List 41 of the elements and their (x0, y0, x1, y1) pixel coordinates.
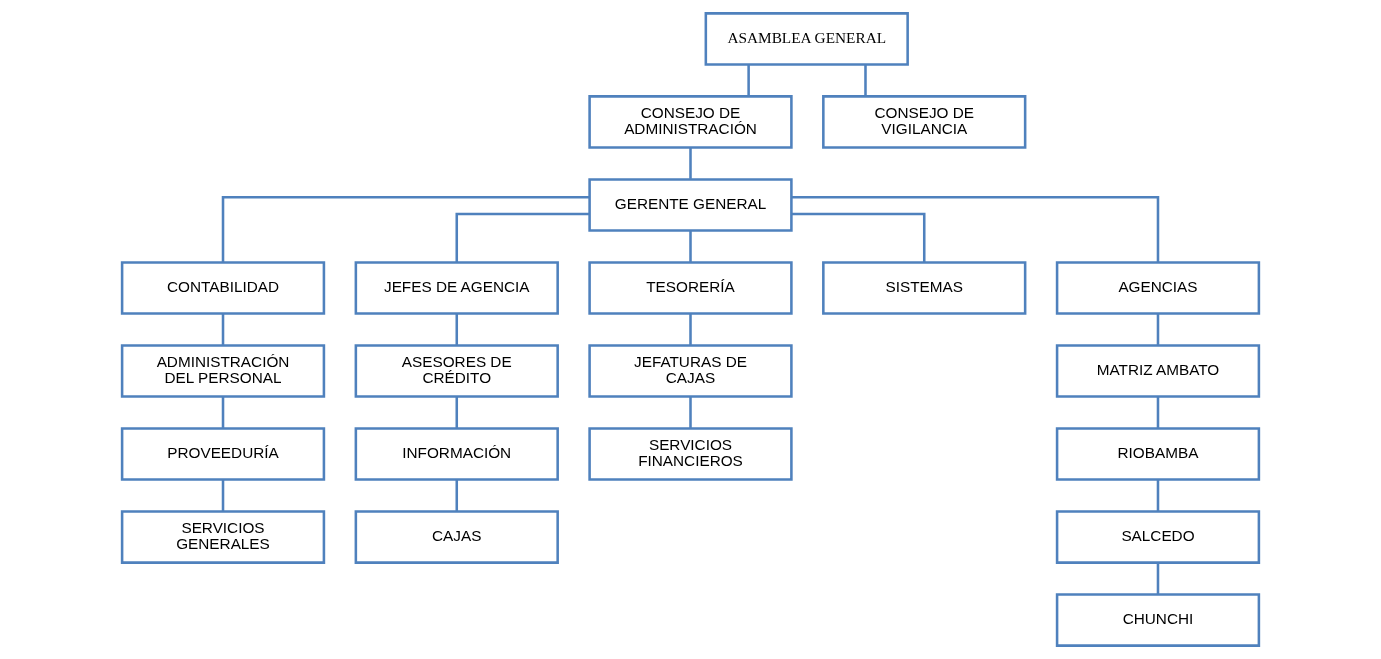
connector (747, 64, 750, 96)
node-box: ASAMBLEA GENERAL (704, 12, 909, 66)
node-box: GERENTE GENERAL (588, 178, 793, 232)
node-box: SERVICIOS FINANCIEROS (588, 427, 793, 481)
node-box: INFORMACIÓN (354, 427, 559, 481)
node-box: CONTABILIDAD (120, 261, 326, 315)
connector (864, 64, 867, 96)
node-box: CAJAS (354, 510, 559, 564)
node-box: ADMINISTRACIÓN DEL PERSONAL (120, 344, 326, 398)
connector (689, 313, 692, 345)
node-box: SALCEDO (1055, 510, 1261, 564)
connector (791, 212, 926, 263)
node-box: SERVICIOS GENERALES (120, 510, 326, 564)
node-box: ASESORES DE CRÉDITO (354, 344, 559, 398)
connector (689, 230, 692, 262)
node-box: CONSEJO DE VIGILANCIA (822, 95, 1027, 149)
connector (1156, 479, 1160, 511)
connector (689, 147, 692, 179)
connector (1156, 396, 1160, 428)
node-box: TESORERÍA (588, 261, 793, 315)
connector (1156, 313, 1160, 345)
connector (791, 196, 1160, 263)
connector (221, 313, 225, 345)
node-box: PROVEEDURÍA (120, 427, 326, 481)
connector (455, 212, 590, 263)
node-box: CHUNCHI (1055, 593, 1261, 647)
connector (221, 196, 590, 263)
node-box: MATRIZ AMBATO (1055, 344, 1261, 398)
node-box: CONSEJO DE ADMINISTRACIÓN (588, 95, 793, 149)
node-box: JEFATURAS DE CAJAS (588, 344, 793, 398)
connector (455, 479, 459, 511)
connector (689, 396, 692, 428)
node-box: JEFES DE AGENCIA (354, 261, 559, 315)
node-box: RIOBAMBA (1055, 427, 1261, 481)
connector (221, 479, 225, 511)
connector (221, 396, 225, 428)
node-box: SISTEMAS (822, 261, 1027, 315)
connector (455, 313, 459, 345)
connector (1156, 562, 1160, 594)
connector (455, 396, 459, 428)
node-box: AGENCIAS (1055, 261, 1261, 315)
